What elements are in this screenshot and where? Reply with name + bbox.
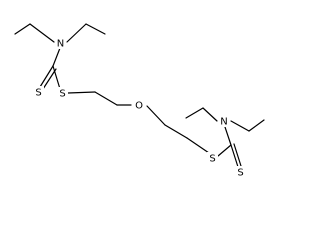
lower-c-s-double-bond [230,143,242,168]
atom-n-lower: N [218,115,230,128]
upper-ethyl-left [14,23,55,43]
upper-ethyl-right [66,23,106,43]
ether-linker [67,91,210,154]
upper-c-s-bond [52,65,61,90]
structural-formula: N S S O N S S [14,23,265,179]
svg-text:S: S [59,89,65,100]
svg-text:S: S [35,88,41,99]
upper-c-s-double-bond [39,65,57,90]
svg-text:S: S [209,154,215,165]
lower-c-n-bond [224,126,232,146]
atom-o-ether: O [133,99,145,112]
svg-text:N: N [57,39,64,50]
atom-n-upper: N [55,37,66,50]
atom-s-lower-thioether: S [207,152,218,165]
lower-s-c-bond [217,144,232,157]
svg-text:O: O [135,101,143,112]
atom-s-lower-thione: S [235,166,246,179]
svg-text:S: S [237,168,243,179]
lower-ethyl-right [230,119,265,132]
atom-s-upper-thioether: S [57,87,68,100]
upper-n-c-bond [52,47,61,67]
svg-text:N: N [220,117,227,128]
atom-s-upper-thione: S [33,86,44,99]
lower-ethyl-left [185,107,218,122]
